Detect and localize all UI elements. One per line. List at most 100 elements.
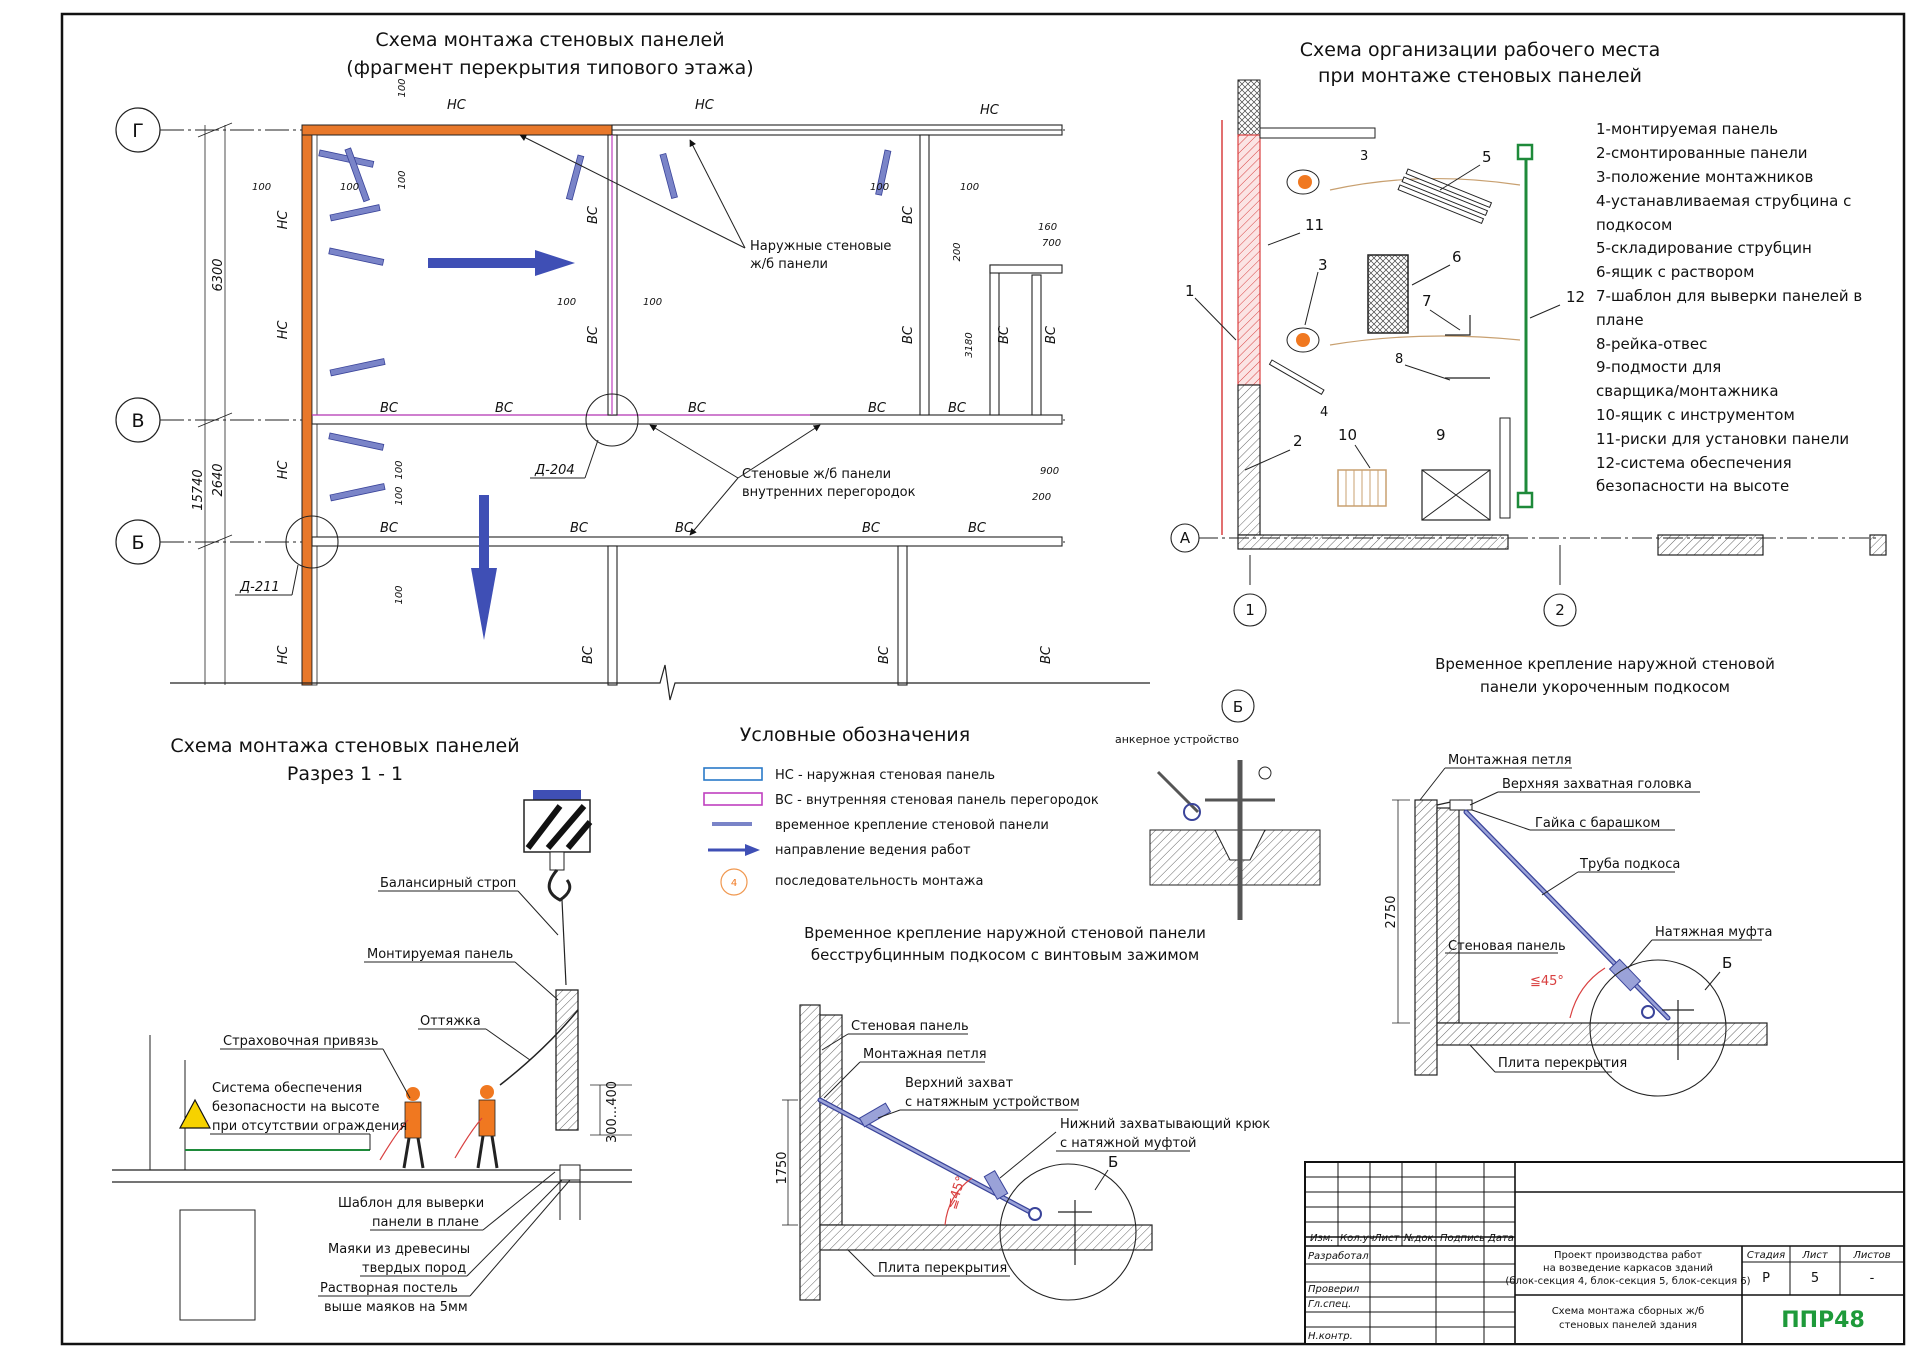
screw-brace-detail: Временное крепление наружной стеновой па… [775,924,1270,1301]
title-block: Изм. Кол.уч Лист №док. Подпись Дата Разр… [1304,1161,1905,1345]
label-safety-3: при отсутствии ограждения [212,1119,407,1134]
stamp-sheets: - [1870,1271,1875,1286]
stamp-sheet: 5 [1811,1271,1819,1286]
node-label-b: Б [1722,954,1732,972]
worker-icon [402,1087,425,1169]
legend-line: подкосом [1596,216,1672,234]
node-circle-d204 [585,393,639,447]
dim-200: 200 [952,242,963,261]
dim-200: 200 [1032,492,1051,503]
label-loop: Монтажная петля [1448,753,1572,768]
dim-100: 100 [960,182,979,193]
wp-num: 4 [1320,405,1328,420]
label-safety-2: безопасности на высоте [212,1100,379,1115]
vs-label: ВС [968,521,987,536]
ns-label: НС [276,320,291,340]
label-harness: Страховочная привязь [223,1034,379,1049]
axis-bubble-g [115,107,161,153]
dim-900: 900 [1040,466,1059,477]
label-upper-2: с натяжным устройством [905,1095,1080,1110]
label-beacons-1: Маяки из древесины [328,1242,470,1257]
ns-label: НС [276,460,291,480]
installed-brace [1268,359,1325,396]
wp-num: 7 [1422,292,1432,310]
wp-num: 10 [1338,426,1357,444]
template-icon [1445,315,1471,336]
legend-line: 3-положение монтажников [1596,168,1813,186]
label-head: Верхняя захватная головка [1502,777,1692,792]
wp-num: 12 [1566,288,1585,306]
stamp-header: Кол.уч [1340,1233,1375,1244]
vs-label: ВС [901,205,916,224]
dim-1750: 1750 [775,1151,790,1184]
plan-title-1: Схема монтажа стеновых панелей [375,29,724,51]
ns-label: НС [980,103,1000,118]
stamp-drawing-1: Схема монтажа сборных ж/б [1552,1306,1705,1317]
mortar-box [1367,254,1409,334]
wp-num: 11 [1305,216,1324,234]
vs-label: ВС [586,325,601,344]
callout-outer-1: Наружные стеновые [750,239,891,254]
vs-label: ВС [380,521,399,536]
label-upper-1: Верхний захват [905,1076,1014,1091]
mounted-panel [555,989,579,1131]
legend-line: 1-монтируемая панель [1596,120,1778,138]
legend-title: Условные обозначения [740,724,970,746]
work-direction-arrows [428,250,575,640]
dim-160: 160 [1038,222,1057,233]
plan-view: Схема монтажа стеновых панелей (фрагмент… [115,29,1150,701]
legend-item-vs: ВС - внутренняя стеновая панель перегоро… [775,793,1099,808]
label-panel: Стеновая панель [851,1019,969,1034]
legend-line: 7-шаблон для выверки панелей в [1596,287,1862,305]
node-label-d204: Д-204 [534,463,575,478]
floor-slab [819,1224,1153,1251]
node-circle [999,1163,1137,1301]
ns-label: НС [276,645,291,665]
vs-label: ВС [675,521,694,536]
screw-brace-title-1: Временное крепление наружной стеновой па… [804,924,1206,942]
vs-label: ВС [688,401,707,416]
wp-num: 6 [1452,248,1462,266]
legend-line: плане [1596,311,1644,329]
stamp-header: Дата [1487,1233,1514,1244]
label-balance: Балансирный строп [380,876,516,891]
label-lower-2: с натяжной муфтой [1060,1136,1196,1151]
ns-label: НС [276,210,291,230]
symbols-legend: Условные обозначения НС - наружная стено… [703,724,1099,896]
vs-label: ВС [868,401,887,416]
legend-line: 12-система обеспечения [1596,454,1792,472]
dim-2640: 2640 [211,463,226,496]
vs-label: ВС [1039,645,1054,664]
dim-700: 700 [1042,238,1061,249]
section-title-1: Схема монтажа стеновых панелей [170,735,519,757]
section-title-2: Разрез 1 - 1 [287,763,403,785]
worker-icon [1286,169,1320,195]
callout-inner-1: Стеновые ж/б панели [742,467,891,482]
vs-label: ВС [586,205,601,224]
label-mortar-1: Растворная постель [320,1281,458,1296]
axis-label-v: В [131,410,144,432]
stamp-header: Изм. [1310,1233,1334,1244]
label-panel: Монтируемая панель [367,947,513,962]
wp-num: 1 [1185,282,1195,300]
vs-label: ВС [570,521,589,536]
dim-100: 100 [643,297,662,308]
wall-panel [799,1004,821,1301]
legend-line: 11-риски для установки панели [1596,430,1849,448]
stamp-project-1: Проект производства работ [1554,1250,1702,1261]
dim-100: 100 [394,486,405,505]
stamp-col-sheet: Лист [1801,1250,1829,1261]
label-guy: Оттяжка [420,1014,481,1029]
axis-bubble-b [115,519,161,565]
stamp-role: Гл.спец. [1308,1299,1351,1310]
callout-outer-2: ж/б панели [750,257,828,272]
installed-panels [1237,384,1261,536]
workplace-legend: 1-монтируемая панель 2-смонтированные па… [1596,120,1862,495]
stamp-drawing-2: стеновых панелей здания [1559,1320,1697,1331]
company-logo: ППР48 [1781,1308,1865,1333]
stamp-header: Подпись [1440,1233,1485,1244]
wp-num: 5 [1482,148,1492,166]
vs-label: ВС [380,401,399,416]
short-brace-title-2: панели укороченным подкосом [1480,678,1730,696]
axis-label-1: 1 [1245,601,1255,619]
